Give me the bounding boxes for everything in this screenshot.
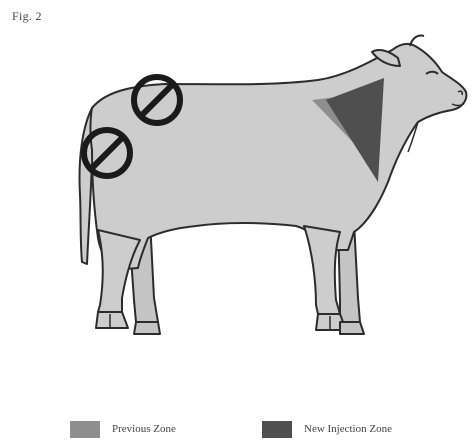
cow-hoof-near-hind — [96, 312, 128, 328]
cow-diagram — [0, 0, 473, 400]
new-injection-zone-swatch — [262, 421, 292, 438]
previous-zone-swatch — [70, 421, 100, 438]
cow-near-front-leg — [304, 226, 340, 314]
legend-item-previous-zone: Previous Zone — [70, 418, 176, 440]
previous-zone-label: Previous Zone — [112, 423, 176, 435]
cow-hoof-far-hind — [134, 322, 160, 334]
cow-hoof-far-front — [340, 322, 364, 334]
legend: Previous Zone New Injection Zone — [0, 418, 473, 440]
new-injection-zone-label: New Injection Zone — [304, 423, 392, 435]
legend-item-new-injection-zone: New Injection Zone — [262, 418, 392, 440]
